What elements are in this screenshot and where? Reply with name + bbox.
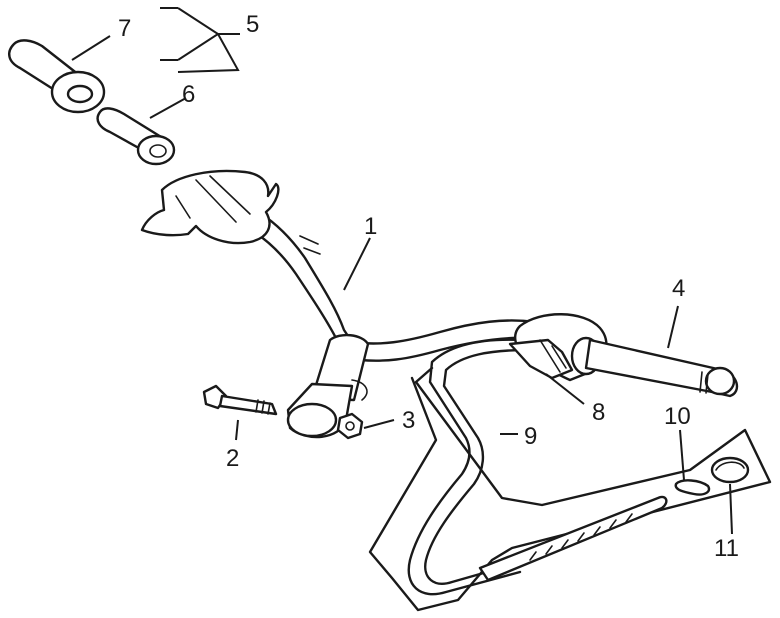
inner-sleeve: [96, 107, 176, 166]
callout-2: 2: [226, 445, 239, 472]
callout-1: 1: [364, 213, 377, 240]
callout-4: 4: [672, 275, 685, 302]
callout-6: 6: [182, 81, 195, 108]
bolt: [202, 384, 278, 416]
callout-10: 10: [664, 403, 691, 430]
left-lever-perch: [140, 169, 321, 255]
right-grip: [584, 338, 739, 398]
cable-adjuster: [478, 495, 668, 582]
callout-7: 7: [118, 15, 131, 42]
cable-clip-10: [674, 479, 711, 496]
callout-labels: 1 2 3 4 5 6 7 8 9 10 11: [118, 11, 739, 562]
throttle-housing: [508, 313, 608, 382]
cable-tray-outline: [368, 366, 772, 612]
callout-8: 8: [592, 399, 605, 426]
callout-11: 11: [714, 535, 739, 562]
outer-grip: [8, 39, 106, 114]
callout-9: 9: [524, 423, 537, 450]
callout-3: 3: [402, 407, 415, 434]
callout-leaders: [71, 7, 733, 535]
cable-clip-11: [710, 456, 750, 484]
handlebar-stem: [286, 333, 370, 439]
throttle-cable: [407, 338, 530, 596]
callout-5: 5: [246, 11, 259, 38]
nut: [336, 412, 364, 440]
